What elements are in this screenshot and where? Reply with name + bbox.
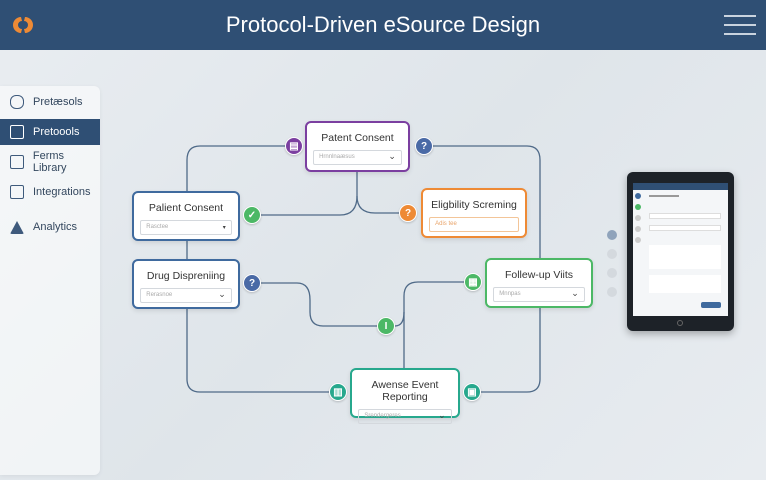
sidebar-item-integrations[interactable]: Integrations [0,179,100,205]
chart-icon [10,220,24,234]
node-select[interactable]: Mnnpas ⌄ [493,287,585,302]
info-icon[interactable]: I [377,317,395,335]
select-value: Mnnpas [499,291,521,297]
input-value: Adis tee [435,221,457,227]
grid-icon [10,185,24,199]
tablet-submit-button [701,302,721,308]
question-icon[interactable]: ? [399,204,417,222]
document-icon [10,125,24,139]
chevron-down-icon: ▾ [222,225,226,231]
node-select[interactable]: Hrnnlnaæsus ⌄ [313,150,402,165]
chevron-down-icon: ⌄ [388,151,396,161]
form-icon[interactable]: ▤ [285,137,303,155]
grid-icon[interactable]: ▦ [464,273,482,291]
sidebar-item-forms-library[interactable]: Ferms Library [0,149,100,175]
sidebar-item-label: Ferms Library [32,150,67,174]
node-select[interactable]: Rasctee ▾ [140,220,232,235]
chevron-down-icon: ⌄ [571,288,579,298]
sidebar: Pretæsols Pretoools Ferms Library Integr… [0,86,100,475]
question-icon[interactable]: ? [415,137,433,155]
select-value: Srendergeres [364,413,401,419]
tablet-sidebar-icons [635,193,643,253]
node-input[interactable]: Adis tee [429,217,519,232]
node-title: Follew-up Viits [504,269,574,281]
select-value: Rasctee [146,224,169,230]
node-title: Palient Consent [148,202,224,214]
sidebar-item-label: Analytics [33,221,78,233]
tablet-screen [633,183,728,316]
node-select[interactable]: Srendergeres ⌄ [358,409,452,424]
library-icon [10,155,24,169]
node-select[interactable]: Rerasnoe ⌄ [140,288,232,303]
database-icon [10,95,24,109]
select-value: Rerasnoe [146,292,173,298]
table-icon[interactable]: ▥ [329,383,347,401]
sidebar-item-analytics[interactable]: Analytics [0,214,100,240]
sidebar-item-label: Integrations [33,186,91,198]
tablet-topbar [633,183,728,190]
carousel-dot[interactable] [607,287,617,297]
node-title: Patent Consent [321,132,394,144]
carousel-dot[interactable] [607,249,617,259]
chevron-down-icon: ⌄ [218,289,226,299]
page-title: Protocol-Driven eSource Design [225,12,541,37]
chevron-down-icon: ⌄ [438,410,446,420]
image-icon[interactable]: ▣ [463,383,481,401]
tablet-preview [627,172,734,331]
sidebar-item-protocols[interactable]: Pretoools [0,119,100,145]
sidebar-item-label: Pretæsols [33,96,83,108]
logo-icon[interactable] [12,14,34,36]
header-bar: Protocol-Driven eSource Design [0,0,766,50]
node-title: Awense Event Reporting [371,379,439,403]
hamburger-icon[interactable] [724,15,756,39]
question-icon[interactable]: ? [243,274,261,292]
select-value: Hrnnlnaæsus [319,154,355,160]
check-icon[interactable]: ✓ [243,206,261,224]
tablet-home-button [677,320,683,326]
node-title: Drug Dispreniing [146,270,226,282]
carousel-dot-active[interactable] [607,230,617,240]
node-title: Eligbility Screming [431,199,517,211]
carousel-dot[interactable] [607,268,617,278]
sidebar-item-pretaesols[interactable]: Pretæsols [0,89,100,115]
sidebar-item-label: Pretoools [33,126,80,138]
